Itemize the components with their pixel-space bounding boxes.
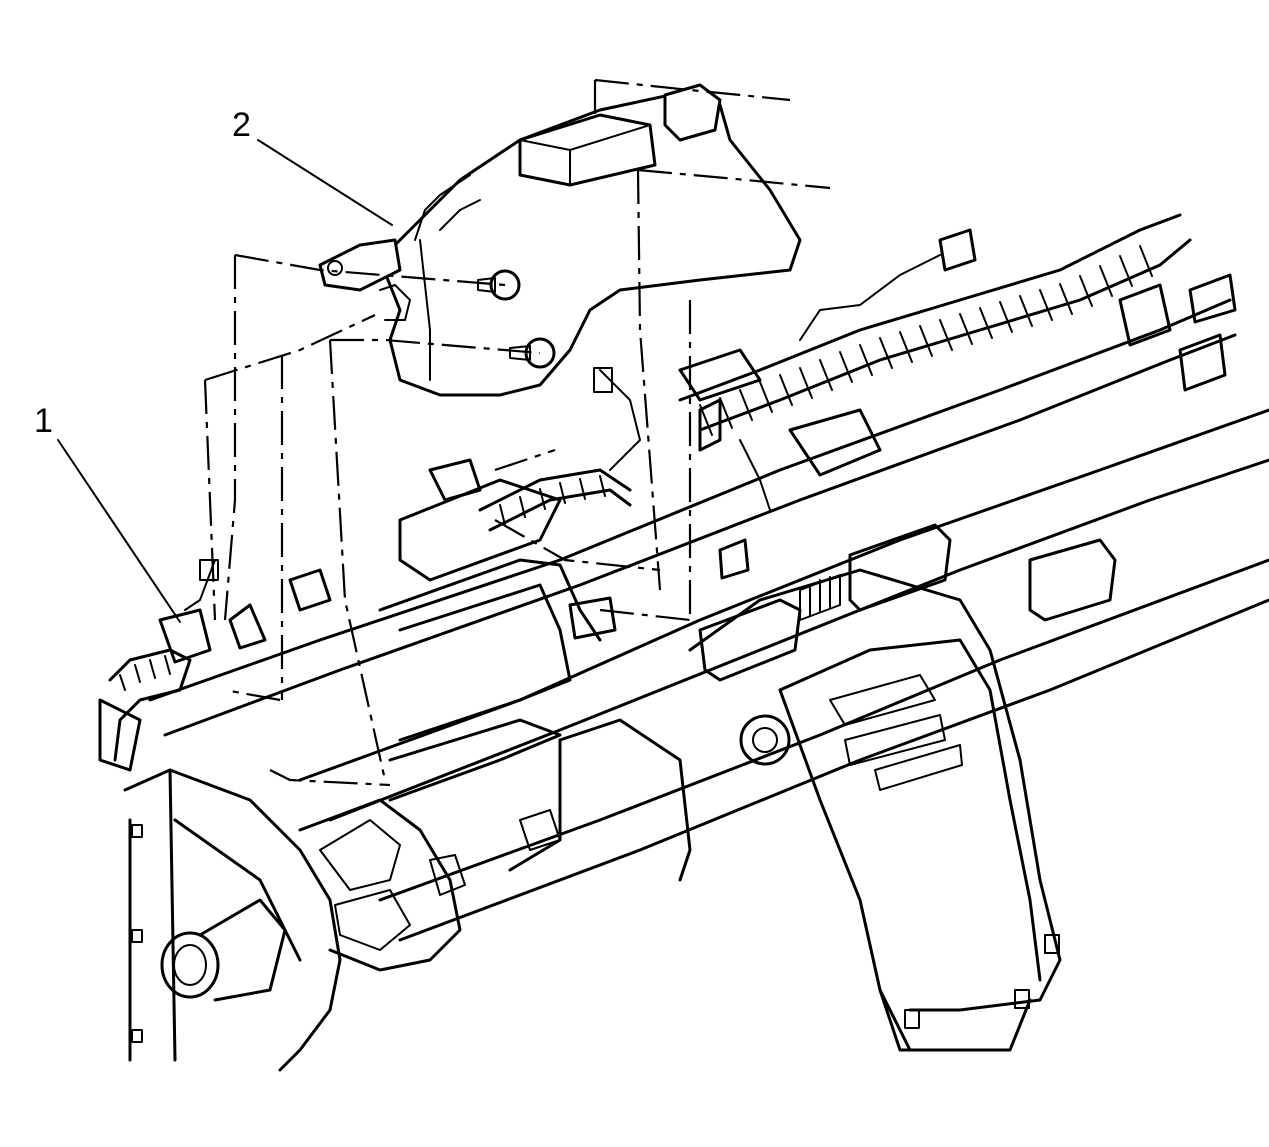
carrier-inner-structure [228, 228, 1237, 882]
callout-1: 1 [34, 402, 181, 623]
callout-2: 2 [232, 106, 393, 226]
wiring-harness [108, 213, 1192, 762]
module-housing-part-2 [318, 83, 802, 397]
air-vents [698, 523, 1117, 682]
callout-1-label: 1 [34, 402, 53, 440]
assembly-alignment-lines [203, 78, 831, 787]
center-stack [688, 568, 1062, 1052]
callout-2-label: 2 [232, 106, 251, 144]
instrument-panel-carrier [98, 298, 1269, 1072]
